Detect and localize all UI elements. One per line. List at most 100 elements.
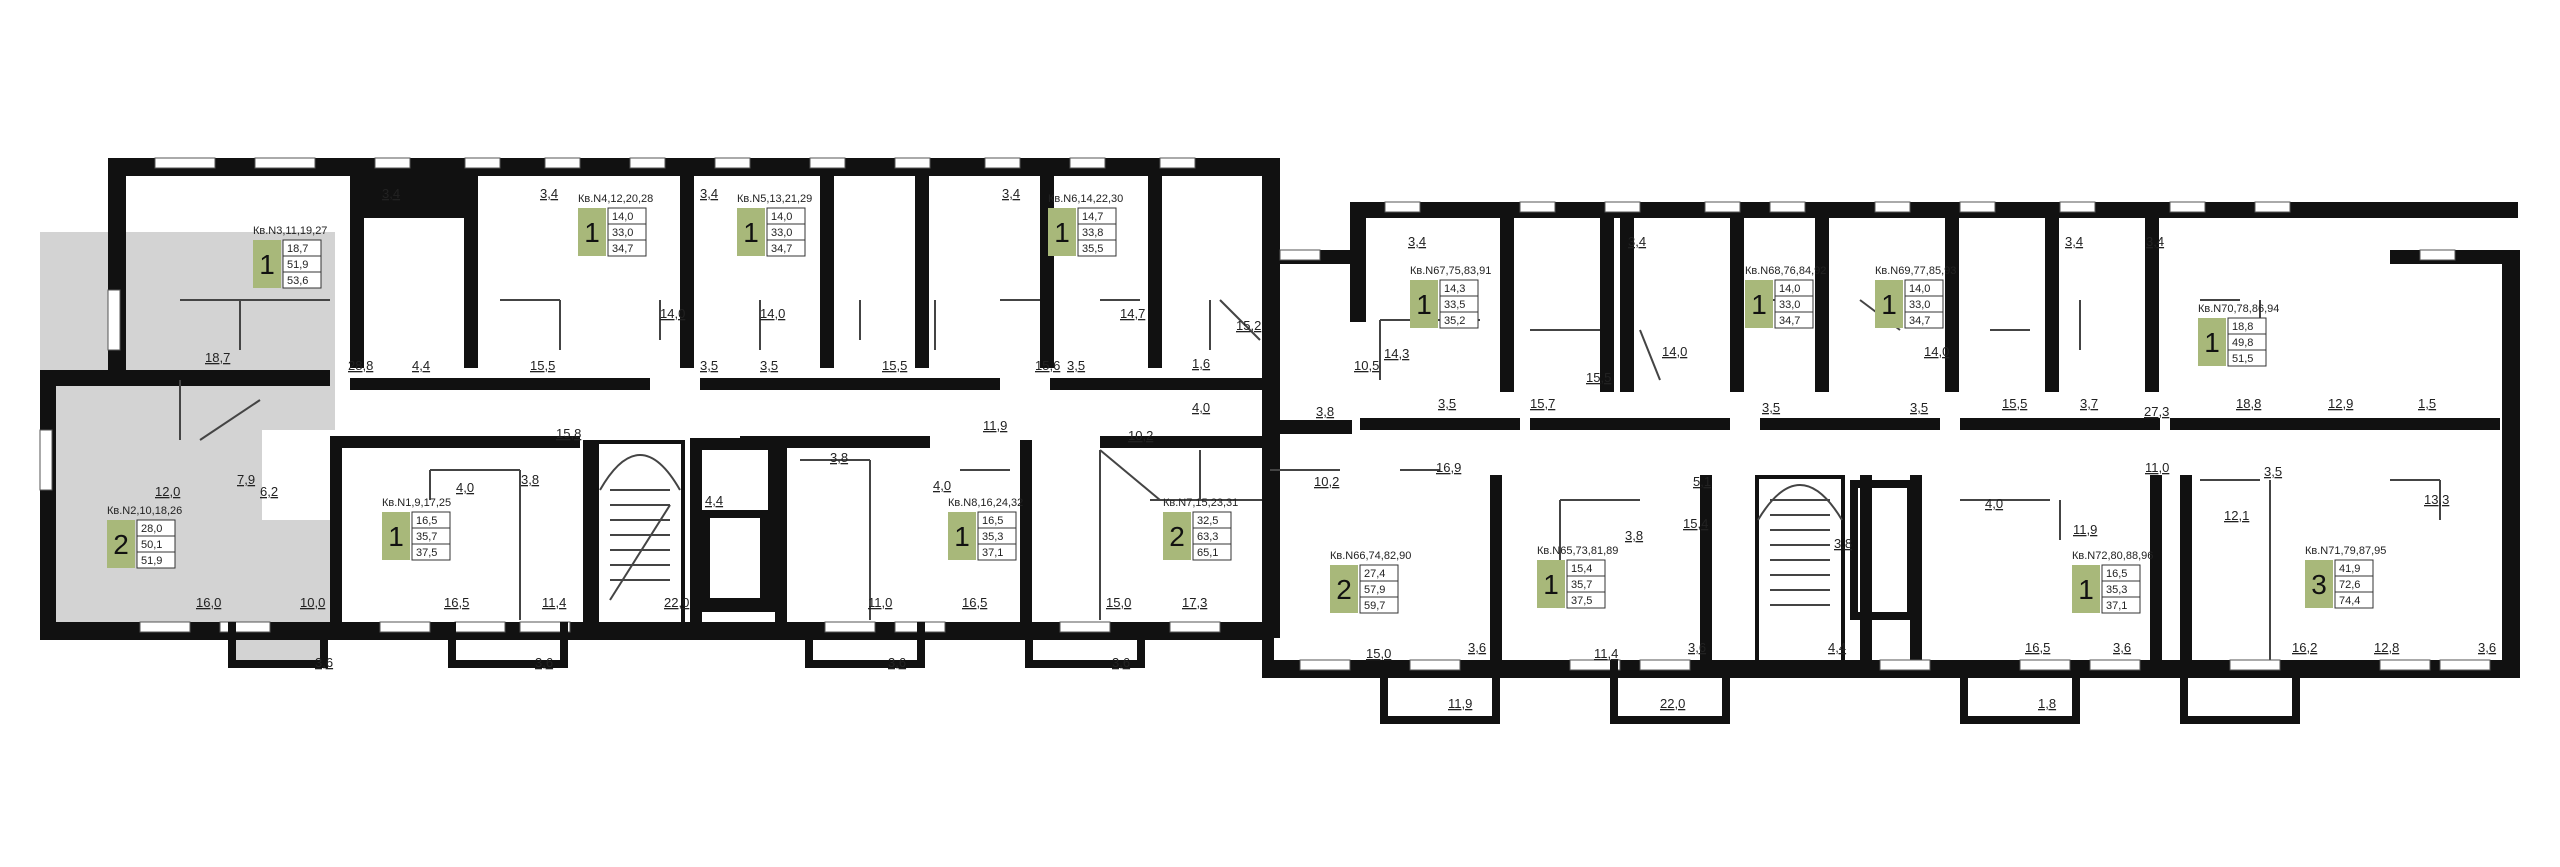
room-count: 1 (1054, 217, 1070, 248)
wall-segment (448, 660, 568, 668)
wall-segment (805, 660, 925, 668)
apartment-label: Кв.N4,12,20,28 (578, 193, 653, 205)
wall-segment (700, 378, 1000, 390)
window (1704, 201, 1741, 213)
wall-segment (1262, 430, 1274, 670)
room-area-label: 3,8 (1316, 404, 1334, 419)
wall-segment (690, 438, 780, 450)
apartment-label: Кв.N5,13,21,29 (737, 193, 812, 205)
area-cell (1077, 239, 1117, 257)
wall-segment (702, 510, 768, 518)
area-cell (282, 271, 322, 289)
room-area-label: 22,0 (664, 595, 689, 610)
area-value: 33,0 (771, 227, 792, 239)
window (464, 157, 501, 169)
area-value: 14,7 (1082, 211, 1103, 223)
area-cell (1439, 311, 1479, 329)
room-area-label: 14,0 (660, 306, 685, 321)
room-count-badge (107, 520, 135, 568)
wall-segment (2072, 660, 2080, 724)
room-area-label: 4,0 (1192, 400, 1210, 415)
room-count: 1 (2204, 327, 2220, 358)
wall-segment (1020, 440, 1032, 630)
wall-segment (40, 370, 56, 640)
area-value: 34,7 (771, 243, 792, 255)
room-count-badge (1875, 280, 1903, 328)
room-count-badge (2198, 318, 2226, 366)
room-count: 1 (388, 521, 404, 552)
wall-segment (330, 440, 342, 630)
room-area-label: 10,2 (1314, 474, 1339, 489)
area-value: 14,0 (1909, 283, 1930, 295)
wall-segment (583, 440, 595, 630)
room-count-badge (1048, 208, 1076, 256)
window (894, 157, 931, 169)
wall-segment (805, 622, 813, 668)
window (544, 157, 581, 169)
wall-segment (40, 370, 330, 386)
wall-segment (1380, 716, 1500, 724)
window (454, 621, 506, 633)
room-count-badge (948, 512, 976, 560)
window (1279, 249, 1321, 261)
room-area-label: 15,5 (1586, 370, 1611, 385)
area-value: 65,1 (1197, 547, 1218, 559)
area-value: 16,5 (2106, 568, 2127, 580)
area-value: 34,7 (1909, 315, 1930, 327)
window (1604, 201, 1641, 213)
apartment-label: Кв.N70,78,86,94 (2198, 303, 2279, 315)
room-area-label: 11,9 (983, 418, 1007, 433)
window (2089, 659, 2141, 671)
room-area-label: 3,4 (2065, 234, 2083, 249)
area-value: 35,2 (1444, 315, 1465, 327)
window (39, 429, 53, 491)
wall-segment (1600, 202, 1614, 392)
area-value: 51,5 (2232, 353, 2253, 365)
apartment-label: Кв.N69,77,85,93 (1875, 265, 1956, 277)
window (2419, 249, 2456, 261)
room-area-label: 12,0 (155, 484, 180, 499)
wall-segment (330, 436, 580, 448)
room-area-label: 14,0 (1662, 344, 1687, 359)
window (1874, 201, 1911, 213)
room-count: 1 (1751, 289, 1767, 320)
area-value: 14,0 (612, 211, 633, 223)
room-count-badge (1745, 280, 1773, 328)
wall-segment (350, 158, 364, 368)
area-value: 35,3 (2106, 584, 2127, 596)
window (254, 157, 316, 169)
wall-segment (680, 158, 694, 368)
wall-segment (820, 158, 834, 368)
area-cell (2101, 596, 2141, 614)
room-area-label: 7,9 (237, 472, 255, 487)
wall-segment (2180, 660, 2188, 724)
area-value: 33,5 (1444, 299, 1465, 311)
area-value: 14,3 (1444, 283, 1465, 295)
wall-segment (1960, 660, 1968, 724)
wall-segment (702, 598, 768, 606)
room-count: 1 (2078, 574, 2094, 605)
area-value: 14,0 (771, 211, 792, 223)
room-area-label: 4,0 (1985, 496, 2003, 511)
room-area-label: 3,4 (1628, 234, 1646, 249)
area-value: 72,6 (2339, 579, 2360, 591)
area-value: 33,0 (1779, 299, 1800, 311)
room-area-label: 11,0 (2145, 460, 2169, 475)
wall-segment (681, 440, 685, 630)
wall-segment (1700, 475, 1712, 665)
apartment-label: Кв.N65,73,81,89 (1537, 545, 1618, 557)
room-area-label: 3,6 (1112, 655, 1130, 670)
room-area-label: 4,4 (1828, 640, 1846, 655)
room-area-label: 3,6 (2478, 640, 2496, 655)
area-value: 34,7 (1779, 315, 1800, 327)
room-count: 1 (743, 217, 759, 248)
area-value: 50,1 (141, 539, 162, 551)
wall-segment (1610, 660, 1618, 724)
wall-segment (1040, 158, 1054, 368)
room-area-label: 15,5 (882, 358, 907, 373)
